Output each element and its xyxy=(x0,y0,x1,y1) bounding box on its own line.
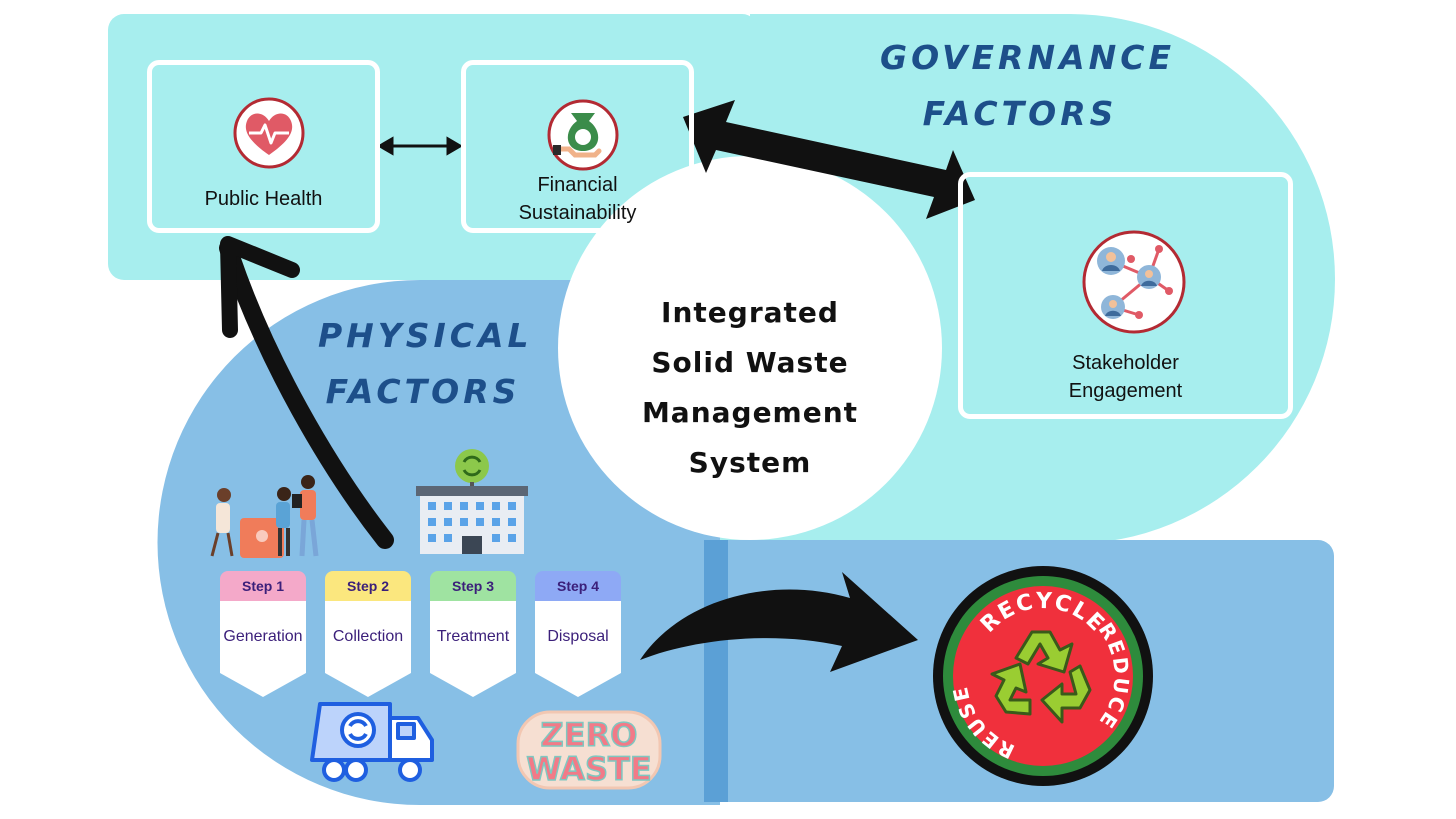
financial-sustainability-label: Financial Sustainability xyxy=(466,171,689,227)
center-title-line1: Integrated xyxy=(661,296,839,329)
center-circle xyxy=(558,156,942,540)
step-3-point xyxy=(430,673,516,697)
center-title-line2: Solid Waste xyxy=(651,346,849,379)
step-3: Step 3 Treatment xyxy=(430,571,516,697)
garbage-truck-illustration xyxy=(310,702,434,782)
step-1-tab: Step 1 xyxy=(220,571,306,601)
physical-heading-line2: FACTORS xyxy=(325,372,521,411)
step-2: Step 2 Collection xyxy=(325,571,411,697)
governance-heading: GOVERNANCE FACTORS xyxy=(880,30,1175,142)
step-4-tab: Step 4 xyxy=(535,571,621,601)
step-3-label: Treatment xyxy=(430,601,516,673)
public-health-label: Public Health xyxy=(204,188,323,210)
big-double-arrow xyxy=(683,100,975,219)
center-title-line3: Management xyxy=(641,396,859,429)
step-1-label: Generation xyxy=(220,601,306,673)
people-bin-illustration xyxy=(210,475,319,558)
building-illustration xyxy=(416,449,528,554)
governance-heading-line2: FACTORS xyxy=(922,94,1118,133)
financial-sustainability-box: Financial Sustainability xyxy=(461,60,694,233)
heart-pulse-icon xyxy=(233,97,305,169)
step-1: Step 1 Generation xyxy=(220,571,306,697)
recycle-badge xyxy=(933,566,1153,786)
financial-label-line2: Sustainability xyxy=(518,202,637,224)
curved-up-arrow xyxy=(219,236,394,549)
public-health-box: Public Health xyxy=(147,60,380,233)
curved-right-arrow xyxy=(640,572,918,672)
recycle-panel-edge xyxy=(704,540,728,802)
center-title-line4: System xyxy=(688,446,812,479)
center-title: Integrated Solid Waste Management System xyxy=(600,288,900,488)
step-2-label: Collection xyxy=(325,601,411,673)
money-bag-icon xyxy=(547,99,619,171)
svg-text:WASTE: WASTE xyxy=(526,750,651,788)
step-3-tab: Step 3 xyxy=(430,571,516,601)
stakeholder-engagement-box: Stakeholder Engagement xyxy=(958,172,1293,419)
physical-heading-line1: PHYSICAL xyxy=(318,316,533,355)
step-2-point xyxy=(325,673,411,697)
stakeholder-engagement-label: Stakeholder Engagement xyxy=(963,349,1288,405)
zero-waste-sticker: ZERO WASTE xyxy=(516,710,662,790)
step-4-point xyxy=(535,673,621,697)
step-1-point xyxy=(220,673,306,697)
physical-heading: PHYSICAL FACTORS xyxy=(318,308,533,420)
network-people-icon xyxy=(1082,230,1186,334)
financial-label-line1: Financial xyxy=(537,174,618,196)
step-2-tab: Step 2 xyxy=(325,571,411,601)
small-double-arrow xyxy=(377,136,463,156)
governance-heading-line1: GOVERNANCE xyxy=(880,38,1175,77)
stakeholder-label-line1: Stakeholder xyxy=(1072,352,1179,374)
step-4: Step 4 Disposal xyxy=(535,571,621,697)
stakeholder-label-line2: Engagement xyxy=(1068,380,1183,402)
svg-text:ZERO: ZERO xyxy=(541,716,638,754)
step-4-label: Disposal xyxy=(535,601,621,673)
